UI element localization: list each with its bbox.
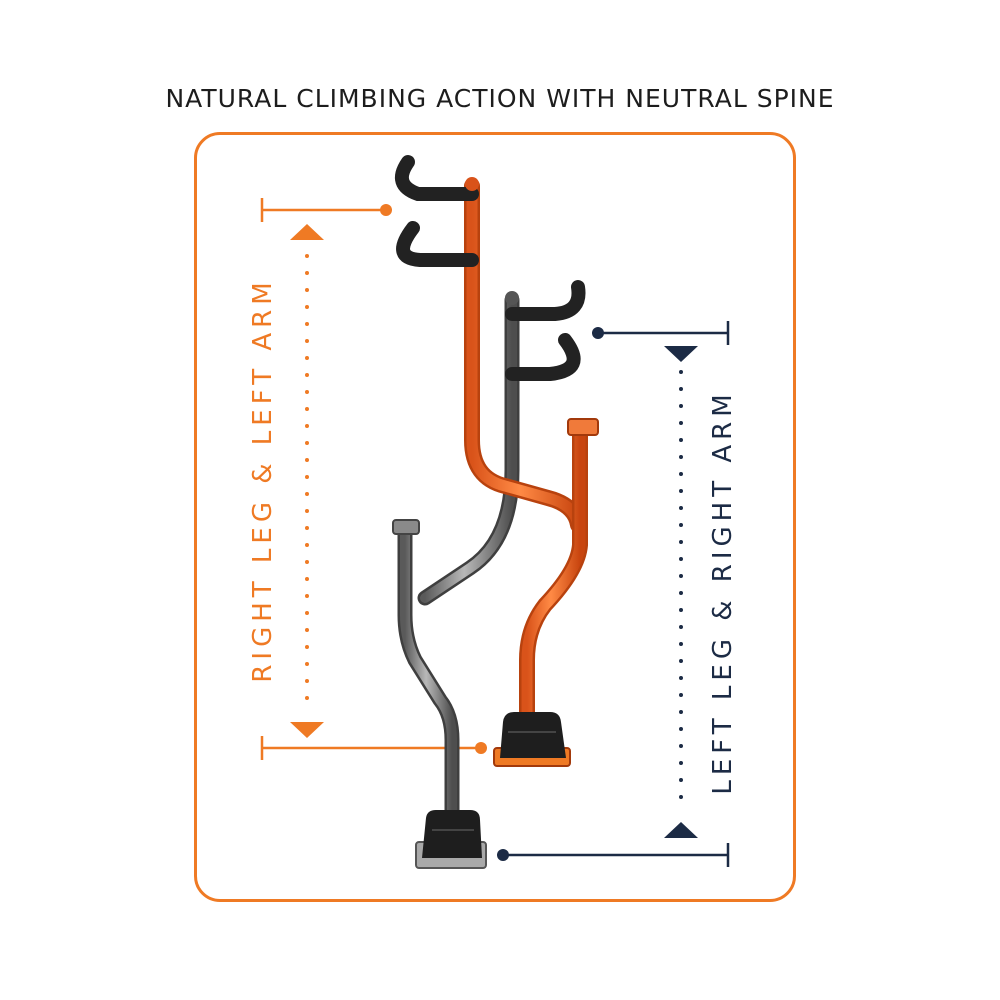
left-measure-label: RIGHT LEG & LEFT ARM: [248, 277, 278, 683]
left-up-arrow: [290, 224, 324, 240]
orange-climbing-arm: [394, 155, 599, 767]
left-top-dot: [380, 204, 392, 216]
diagram-title: NATURAL CLIMBING ACTION WITH NEUTRAL SPI…: [165, 84, 835, 113]
right-measurement: [497, 321, 730, 867]
orange-upper-grip: [394, 155, 479, 201]
left-bottom-dot: [475, 742, 487, 754]
steel-upper-grip: [505, 280, 586, 321]
left-down-arrow: [290, 722, 324, 738]
orange-top-bracket: [567, 418, 599, 436]
steel-climbing-arm: [392, 280, 586, 869]
left-measurement: [260, 198, 487, 760]
right-measure-label: LEFT LEG & RIGHT ARM: [708, 389, 738, 795]
right-up-arrow: [664, 346, 698, 362]
diagram-frame: [194, 132, 796, 902]
orange-lower-grip: [396, 221, 479, 267]
orange-pedal: [493, 712, 571, 767]
steel-lower-grip: [505, 333, 581, 381]
steel-top-bracket: [392, 519, 420, 535]
right-down-arrow: [664, 822, 698, 838]
steel-pedal: [415, 810, 487, 869]
